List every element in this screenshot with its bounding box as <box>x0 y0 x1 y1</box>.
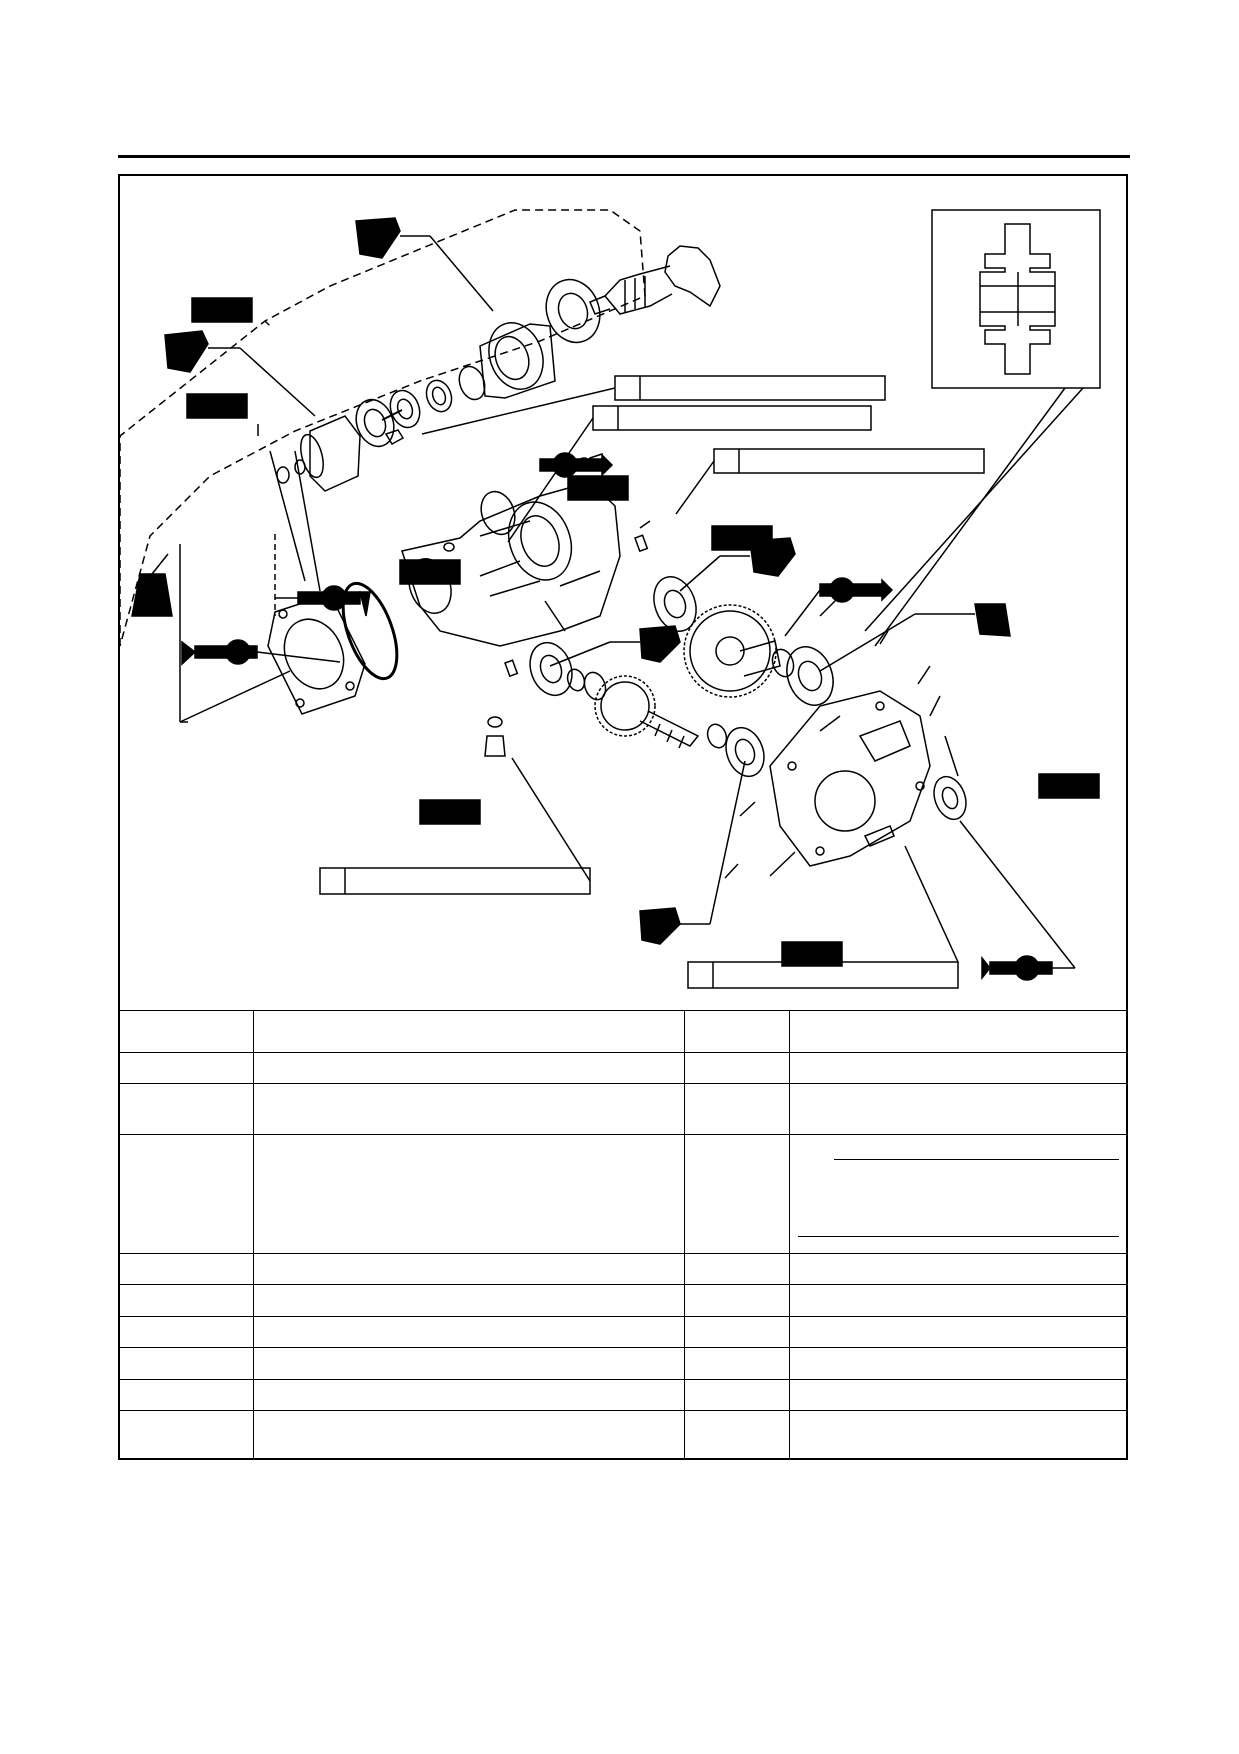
new-part-label-5 <box>399 559 461 585</box>
table-cell <box>684 1315 790 1349</box>
table-cell <box>118 1252 254 1286</box>
bearing-housing <box>479 322 556 399</box>
torque-spec-box-5 <box>687 961 959 989</box>
gasket-plate <box>267 593 366 715</box>
table-cell <box>789 1051 1128 1085</box>
table-cell <box>684 1347 790 1380</box>
cover-bolt <box>863 825 895 847</box>
gear-case-cover <box>769 690 931 867</box>
table-cell <box>118 1083 254 1135</box>
header-rule <box>118 155 1130 158</box>
table-row <box>118 1410 1128 1460</box>
table-cell <box>118 1051 254 1085</box>
table-cell <box>253 1252 685 1286</box>
table-cell <box>789 1378 1128 1412</box>
bearing-middle <box>653 576 697 632</box>
note-rule-bottom <box>798 1235 1119 1237</box>
new-part-label-1 <box>191 297 253 323</box>
universal-joint-coupling <box>309 415 361 492</box>
torque-spec-box-1 <box>614 375 886 401</box>
table-row <box>118 1252 1128 1286</box>
table-cell <box>789 1252 1128 1286</box>
table-cell <box>118 1010 254 1053</box>
grease-gun-icon-3 <box>539 452 614 478</box>
grease-gun-icon-5 <box>981 955 1053 981</box>
table-row <box>118 1010 1128 1053</box>
table-cell <box>118 1133 254 1254</box>
oil-can-icon-6 <box>639 625 681 663</box>
grease-gun-icon-1 <box>297 585 371 617</box>
table-cell <box>789 1010 1128 1053</box>
table-cell <box>684 1083 790 1135</box>
table-cell <box>253 1051 685 1085</box>
table-cell <box>253 1284 685 1317</box>
pinion-shaft <box>589 245 721 315</box>
table-row <box>118 1284 1128 1317</box>
table-cell <box>684 1252 790 1286</box>
table-cell <box>684 1410 790 1460</box>
oil-seal-cover <box>933 775 967 821</box>
oil-seal-case <box>480 490 516 536</box>
new-part-label-2 <box>186 393 248 419</box>
new-part-label-3 <box>567 475 629 501</box>
parts-table <box>118 1010 1128 1460</box>
table-cell <box>253 1410 685 1460</box>
oil-can-icon-5 <box>974 603 1011 637</box>
bearing-lower-left <box>529 641 573 697</box>
exploded-diagram <box>120 176 1126 1010</box>
table-row <box>118 1133 1128 1254</box>
grease-gun-icon-4 <box>819 577 894 603</box>
table-cell <box>684 1010 790 1053</box>
table-cell <box>253 1378 685 1412</box>
table-row <box>118 1378 1128 1412</box>
table-cell <box>789 1083 1128 1135</box>
bearing-right <box>786 646 834 706</box>
table-row <box>118 1083 1128 1135</box>
table-row <box>118 1315 1128 1349</box>
drain-washer <box>487 716 503 728</box>
table-cell <box>684 1051 790 1085</box>
table-cell <box>118 1284 254 1317</box>
table-cell <box>684 1133 790 1254</box>
note-rule-top <box>834 1158 1119 1160</box>
inset-gear-detail <box>931 209 1101 389</box>
drive-gear-small <box>594 675 700 749</box>
torque-spec-box-3 <box>713 448 985 474</box>
table-cell <box>118 1378 254 1412</box>
table-cell <box>253 1315 685 1349</box>
table-row <box>118 1347 1128 1380</box>
table-cell <box>118 1347 254 1380</box>
driven-gear-large <box>683 604 781 698</box>
oil-can-icon-1 <box>355 217 430 259</box>
table-cell <box>253 1010 685 1053</box>
table-cell <box>253 1347 685 1380</box>
table-cell <box>118 1410 254 1460</box>
drain-plug <box>484 735 506 757</box>
table-cell <box>118 1315 254 1349</box>
table-row <box>118 1051 1128 1085</box>
table-cell-note <box>789 1133 1128 1254</box>
bolt-housing <box>384 429 405 446</box>
new-part-label-6 <box>1038 773 1100 799</box>
grease-gun-icon-2 <box>181 639 258 666</box>
table-cell <box>684 1284 790 1317</box>
torque-spec-box-2 <box>592 405 872 431</box>
oil-can-icon-3 <box>131 573 173 617</box>
new-part-label-7 <box>419 799 481 825</box>
torque-spec-box-4 <box>319 867 591 895</box>
o-ring <box>341 581 399 681</box>
table-cell <box>789 1410 1128 1460</box>
table-cell <box>789 1315 1128 1349</box>
table-cell <box>684 1378 790 1412</box>
table-cell <box>253 1133 685 1254</box>
bearing-lower-right <box>725 726 765 778</box>
table-cell <box>253 1083 685 1135</box>
oil-can-icon-4 <box>749 537 796 577</box>
shaft-assembly-dashed-outline <box>120 209 646 647</box>
bearing-top <box>545 278 601 344</box>
oil-can-icon-7 <box>639 907 681 945</box>
oil-can-icon-2 <box>164 330 209 373</box>
table-cell <box>789 1347 1128 1380</box>
table-cell <box>789 1284 1128 1317</box>
